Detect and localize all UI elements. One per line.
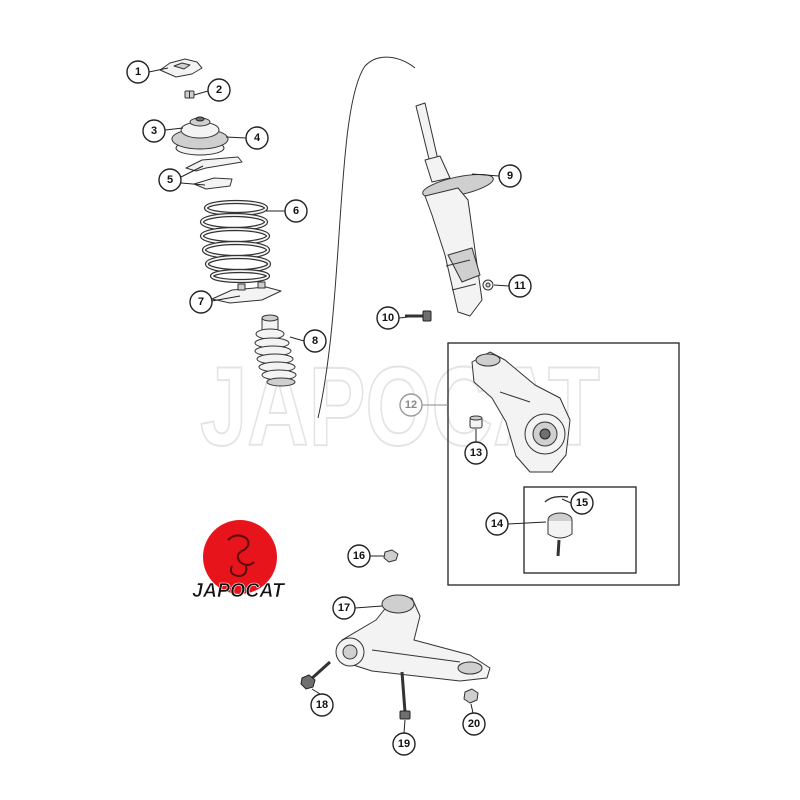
callout-1: 1 xyxy=(126,60,169,84)
callout-2: 2 xyxy=(193,78,231,102)
callout-14: 14 xyxy=(485,512,547,536)
callout-3: 3 xyxy=(142,119,184,143)
callout-8-label: 8 xyxy=(312,335,318,347)
callout-7: 7 xyxy=(189,290,241,314)
part-8-drawing xyxy=(254,314,297,387)
part-14-drawing xyxy=(547,512,573,557)
callout-19-label: 19 xyxy=(398,738,410,750)
part-3-4-drawing xyxy=(171,116,229,156)
knuckle-group-frame xyxy=(447,342,680,586)
callout-4: 4 xyxy=(225,126,269,150)
callout-13-label: 13 xyxy=(470,447,482,459)
part-9-drawing xyxy=(415,102,494,317)
grouping-curve xyxy=(317,56,416,419)
callout-17: 17 xyxy=(332,596,383,620)
japocat-logo: JAPOCAT xyxy=(192,520,286,602)
callout-15: 15 xyxy=(561,491,594,515)
logo-circle xyxy=(203,520,277,594)
part-18-drawing xyxy=(300,660,332,690)
callout-11: 11 xyxy=(493,274,532,298)
callout-18: 18 xyxy=(310,688,334,717)
callout-16-label: 16 xyxy=(353,550,365,562)
callout-10-label: 10 xyxy=(382,312,394,324)
callout-17-label: 17 xyxy=(338,602,350,614)
logo-figure-icon xyxy=(227,534,255,578)
callout-12: 12 xyxy=(399,393,448,417)
part-2-drawing xyxy=(184,90,195,99)
callout-6-label: 6 xyxy=(293,205,299,217)
callout-19: 19 xyxy=(392,719,416,756)
callout-5: 5 xyxy=(158,165,206,192)
part-17-drawing xyxy=(335,594,491,682)
callout-13: 13 xyxy=(464,429,488,465)
ball-joint-group-frame xyxy=(523,486,637,574)
callout-10: 10 xyxy=(376,306,409,330)
callout-12-label: 12 xyxy=(405,399,417,411)
callout-9-label: 9 xyxy=(507,170,513,182)
callout-6: 6 xyxy=(266,199,308,223)
callout-3-label: 3 xyxy=(151,125,157,137)
callout-9: 9 xyxy=(471,164,522,188)
logo-text: JAPOCAT xyxy=(192,580,286,602)
callout-20: 20 xyxy=(462,703,486,736)
part-1-drawing xyxy=(159,58,203,78)
callout-14-label: 14 xyxy=(491,518,504,530)
callout-15-label: 15 xyxy=(576,497,588,509)
callout-7-label: 7 xyxy=(198,296,204,308)
callout-20-label: 20 xyxy=(468,718,480,730)
callout-8: 8 xyxy=(289,329,327,353)
part-16-drawing xyxy=(383,549,399,563)
part-20-drawing xyxy=(463,688,479,704)
part-19-drawing xyxy=(399,671,411,720)
callout-2-label: 2 xyxy=(216,84,222,96)
callout-16: 16 xyxy=(347,544,384,568)
callout-4-label: 4 xyxy=(254,132,261,144)
callout-1-label: 1 xyxy=(135,66,141,78)
part-12-drawing xyxy=(471,351,571,473)
callout-5-label: 5 xyxy=(167,174,173,186)
part-7-drawing xyxy=(211,281,282,304)
part-6-drawing xyxy=(199,199,272,284)
part-11-drawing xyxy=(482,279,494,291)
part-15-drawing xyxy=(544,495,569,503)
callout-18-label: 18 xyxy=(316,699,328,711)
callout-11-label: 11 xyxy=(514,280,526,292)
part-13-drawing xyxy=(469,415,483,429)
part-10-drawing xyxy=(405,310,432,322)
